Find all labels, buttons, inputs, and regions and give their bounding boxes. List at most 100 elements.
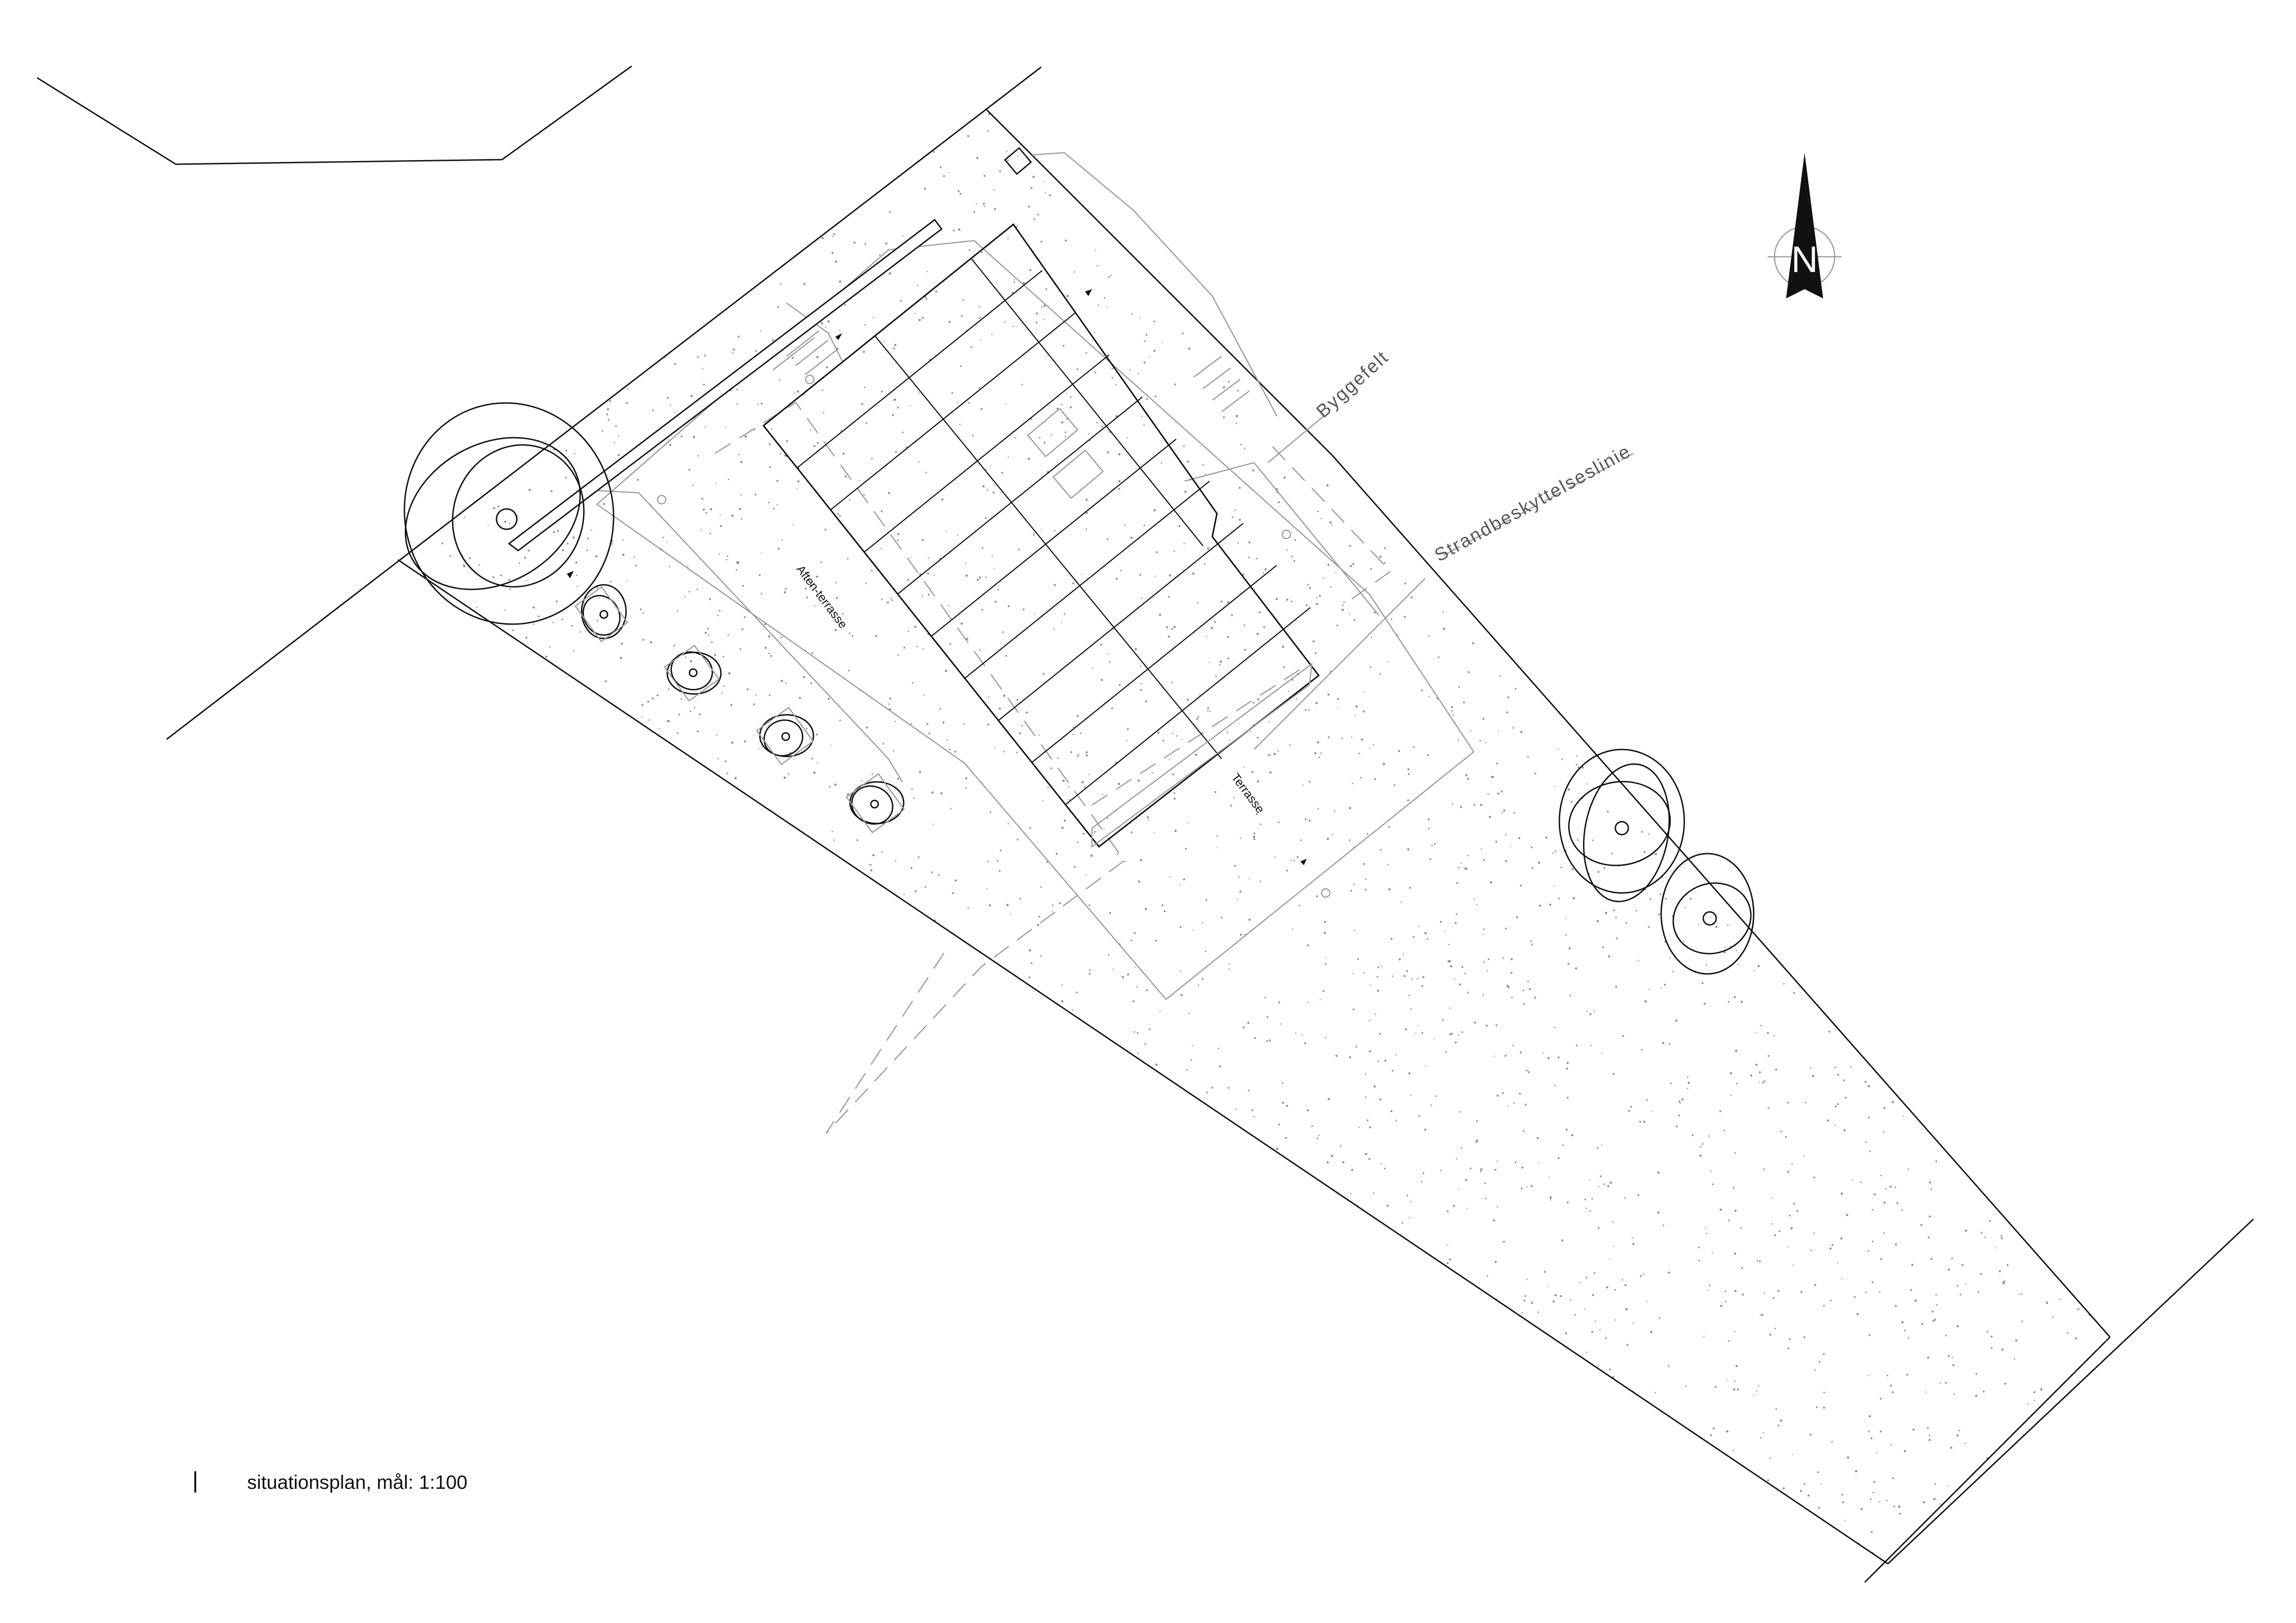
stipple-dot <box>504 520 507 523</box>
stipple-dot <box>1886 1375 1888 1377</box>
stipple-dot <box>1025 711 1028 714</box>
stipple-dot <box>1198 984 1199 986</box>
stipple-dot <box>881 510 883 512</box>
stipple-dot <box>1710 1434 1712 1437</box>
stipple-dot <box>1136 1032 1139 1034</box>
tree-small-3 <box>756 706 814 765</box>
stipple-dot <box>1597 1365 1599 1367</box>
stipple-dot <box>1112 968 1114 970</box>
arrow-marker-terrasse <box>1300 859 1307 865</box>
stipple-dot <box>1141 415 1143 417</box>
stipple-dot <box>1625 1308 1628 1311</box>
stipple-dot <box>769 466 771 468</box>
stipple-dot <box>1089 969 1091 971</box>
stipple-dot <box>968 249 971 251</box>
stipple-dot <box>602 430 603 432</box>
stipple-dot <box>757 403 759 405</box>
stipple-dot <box>1404 582 1407 585</box>
stipple-dot <box>1685 906 1686 908</box>
stipple-dot <box>1040 241 1043 243</box>
stipple-dot <box>476 607 478 608</box>
stipple-dot <box>1435 1095 1437 1097</box>
stipple-dot <box>1214 621 1216 623</box>
stipple-dot <box>1001 471 1004 474</box>
stipple-dot <box>1273 753 1276 755</box>
stipple-dot <box>1901 1321 1904 1324</box>
stipple-dot <box>1029 949 1031 952</box>
stipple-dot <box>1349 807 1352 810</box>
stipple-dot <box>1231 516 1234 518</box>
stipple-dot <box>1939 1503 1941 1505</box>
stipple-dot <box>1470 1167 1472 1170</box>
stipple-dot <box>626 402 628 404</box>
stipple-dot <box>1651 1110 1653 1112</box>
stipple-dot <box>772 339 774 341</box>
stipple-dot <box>911 723 912 725</box>
stipple-dot <box>1520 1051 1522 1053</box>
plot-boundary-north <box>166 66 1042 740</box>
stipple-dot <box>1480 804 1483 806</box>
stipple-dot <box>1154 395 1157 397</box>
stipple-dot <box>1461 1031 1463 1033</box>
stipple-dot <box>962 299 964 301</box>
stipple-dot <box>633 556 635 558</box>
stipple-dot <box>980 408 983 410</box>
stipple-dot <box>1316 603 1318 605</box>
stipple-dot <box>1660 987 1662 989</box>
stipple-dot <box>1459 983 1461 985</box>
stipple-dot <box>1090 855 1093 857</box>
stipple-dot <box>2006 1264 2009 1266</box>
stipple-dot <box>1894 1186 1896 1188</box>
stipple-dot <box>1036 322 1038 324</box>
stipple-dot <box>1482 718 1485 720</box>
stipple-dot <box>1353 929 1355 931</box>
stipple-dot <box>2052 1316 2054 1318</box>
stipple-dot <box>1286 549 1288 551</box>
stipple-dot <box>821 237 824 240</box>
stipple-dot <box>1513 812 1515 814</box>
stipple-dot <box>865 422 868 424</box>
stipple-dot <box>1282 645 1285 648</box>
stipple-dot <box>1679 1103 1681 1104</box>
stipple-dot <box>1135 648 1137 650</box>
stipple-dot <box>736 562 737 563</box>
stipple-dot <box>1868 1250 1869 1252</box>
stipple-dot <box>1823 1305 1825 1307</box>
stipple-dot <box>1408 773 1410 775</box>
stipple-dot <box>1759 1071 1761 1073</box>
stipple-dot <box>1665 898 1667 900</box>
stipple-dot <box>1809 1433 1812 1436</box>
stipple-dot <box>1066 418 1068 420</box>
stipple-dot <box>1570 800 1573 803</box>
stipple-dot <box>1353 846 1354 848</box>
stipple-dot <box>1596 920 1599 923</box>
stipple-dot <box>716 734 718 736</box>
stipple-dot <box>738 508 741 510</box>
stipple-dot <box>614 442 615 444</box>
stipple-dot <box>945 669 948 672</box>
stipple-dot <box>720 525 722 527</box>
stipple-dot <box>678 713 680 716</box>
stipple-dot <box>1033 218 1036 220</box>
stipple-dot <box>1307 583 1309 586</box>
stipple-dot <box>1010 913 1011 915</box>
stipple-dot <box>742 585 744 587</box>
stipple-dot <box>895 860 897 861</box>
stipple-dot <box>1452 714 1454 716</box>
stipple-dot <box>967 907 969 909</box>
stipple-dot <box>1810 1249 1812 1251</box>
stipple-dot <box>1732 1187 1735 1189</box>
stipple-dot <box>1255 813 1258 815</box>
stipple-dot <box>1837 1103 1839 1105</box>
stipple-dot <box>889 211 891 213</box>
stipple-dot <box>753 429 755 431</box>
stipple-dot <box>1791 1164 1793 1165</box>
stipple-dot <box>1369 747 1370 749</box>
stipple-dot <box>1405 1028 1407 1030</box>
stipple-dot <box>864 243 866 245</box>
stipple-dot <box>1504 1054 1507 1057</box>
stipple-dot <box>1936 1304 1938 1306</box>
stipple-dot <box>2077 1308 2079 1310</box>
stipple-dot <box>449 555 451 557</box>
stipple-dot <box>1430 1104 1432 1106</box>
